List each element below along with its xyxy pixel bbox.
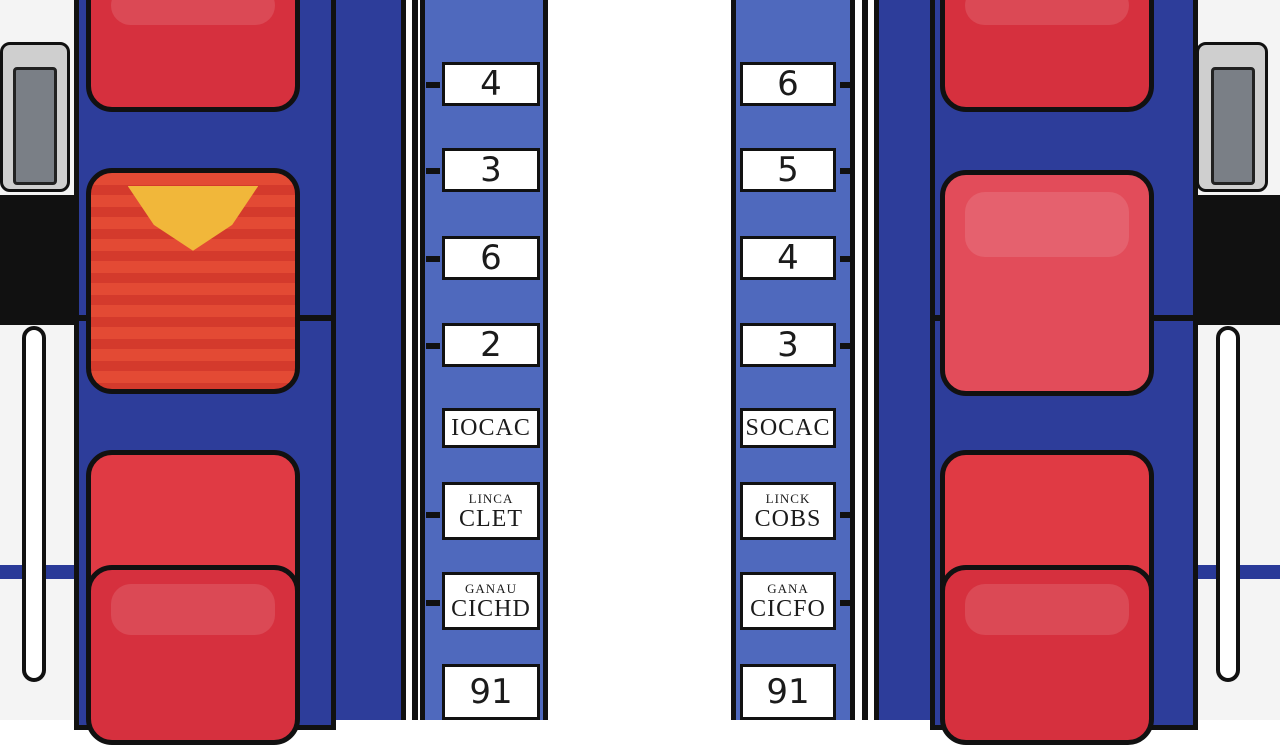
left-tick-2: [426, 168, 440, 174]
label-text: 6: [480, 238, 502, 278]
left-label-4[interactable]: 2: [442, 323, 540, 367]
left-label-5[interactable]: IOCAC: [442, 408, 540, 448]
right-label-7[interactable]: GANA CICFO: [740, 572, 836, 630]
label-text: 5: [777, 150, 799, 190]
label-subtext: GANAU: [465, 580, 517, 596]
right-tick-4: [840, 343, 854, 349]
label-subtext: LINCA: [468, 490, 514, 506]
left-window-vent: [0, 42, 70, 192]
left-tick-1: [426, 82, 440, 88]
center-aisle: [553, 0, 731, 720]
right-wall-gap: [1198, 195, 1280, 325]
right-tick-5: [840, 512, 854, 518]
left-label-2[interactable]: 3: [442, 148, 540, 192]
right-label-6[interactable]: LINCK COBS: [740, 482, 836, 540]
right-label-4[interactable]: 3: [740, 323, 836, 367]
label-text: 4: [777, 238, 799, 278]
right-seat-3[interactable]: [940, 565, 1154, 745]
left-tick-4: [426, 343, 440, 349]
yellow-headrest-icon: [127, 185, 259, 251]
left-handrail-pillar: [22, 326, 46, 682]
left-label-6[interactable]: LINCA CLET: [442, 482, 540, 540]
left-label-1[interactable]: 4: [442, 62, 540, 106]
right-vent-panel: [1211, 67, 1255, 185]
left-label-7[interactable]: GANAU CICHD: [442, 572, 540, 630]
label-text: IOCAC: [451, 414, 531, 441]
label-text: 3: [777, 325, 799, 365]
right-tick-6: [840, 600, 854, 606]
right-label-3[interactable]: 4: [740, 236, 836, 280]
left-tick-5: [426, 512, 440, 518]
label-text: SOCAC: [745, 414, 831, 441]
left-tick-3: [426, 256, 440, 262]
label-text: 2: [480, 325, 502, 365]
seat-highlight: [111, 0, 275, 26]
right-handrail-pillar: [1216, 326, 1240, 682]
right-tick-1: [840, 82, 854, 88]
left-vent-panel: [13, 67, 57, 185]
left-label-8[interactable]: 91: [442, 664, 540, 720]
seat-highlight: [965, 583, 1129, 635]
label-subtext: LINCK: [765, 490, 811, 506]
right-label-2[interactable]: 5: [740, 148, 836, 192]
label-subtext: GANA: [767, 580, 809, 596]
right-tick-3: [840, 256, 854, 262]
right-label-1[interactable]: 6: [740, 62, 836, 106]
left-seat-2[interactable]: [86, 168, 300, 394]
right-label-5[interactable]: SOCAC: [740, 408, 836, 448]
right-window-vent: [1196, 42, 1268, 192]
label-text: CICHD: [451, 595, 531, 622]
right-seat-1[interactable]: [940, 0, 1154, 112]
seat-highlight: [111, 583, 275, 635]
right-label-8[interactable]: 91: [740, 664, 836, 720]
left-seat-3[interactable]: [86, 565, 300, 745]
label-text: CLET: [459, 505, 523, 532]
label-text: 6: [777, 64, 799, 104]
seat-highlight: [965, 0, 1129, 26]
left-frame-strip: [336, 0, 406, 720]
left-label-3[interactable]: 6: [442, 236, 540, 280]
left-wall-gap: [0, 195, 80, 325]
seat-highlight: [965, 192, 1129, 258]
left-seat-1[interactable]: [86, 0, 300, 112]
label-text: 91: [766, 672, 810, 712]
left-rail: [412, 0, 418, 720]
right-frame-strip: [874, 0, 934, 720]
label-text: CICFO: [750, 595, 826, 622]
right-seat-2[interactable]: [940, 170, 1154, 396]
right-rail: [862, 0, 868, 720]
label-text: COBS: [754, 505, 822, 532]
label-text: 3: [480, 150, 502, 190]
right-tick-2: [840, 168, 854, 174]
label-text: 4: [480, 64, 502, 104]
left-tick-6: [426, 600, 440, 606]
label-text: 91: [469, 672, 513, 712]
